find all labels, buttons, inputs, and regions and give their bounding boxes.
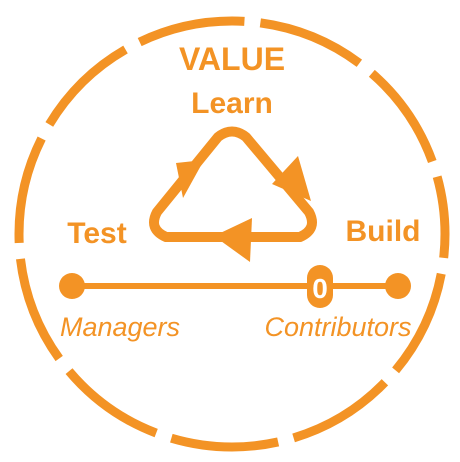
label-contributors: Contributors	[264, 312, 411, 342]
slider-endpoint-left	[59, 273, 85, 299]
label-managers: Managers	[60, 312, 180, 342]
slider-handle-marker: 0	[312, 273, 328, 304]
arrow-left-edge-icon	[176, 160, 204, 198]
cycle-loop-path	[149, 126, 317, 242]
slider-handle-body[interactable]	[307, 265, 333, 308]
slider-endpoint-right	[385, 273, 411, 299]
slider-handle[interactable]: 0	[307, 265, 333, 308]
label-build: Build	[346, 215, 421, 248]
recycle-cycle-icon	[149, 126, 317, 262]
label-learn: Learn	[191, 87, 273, 120]
title-value: VALUE	[179, 41, 285, 77]
arrow-right-edge-icon	[272, 156, 311, 201]
arrow-bottom-edge-icon	[214, 218, 252, 262]
dashed-outer-ring	[14, 16, 450, 452]
label-test: Test	[67, 217, 126, 250]
